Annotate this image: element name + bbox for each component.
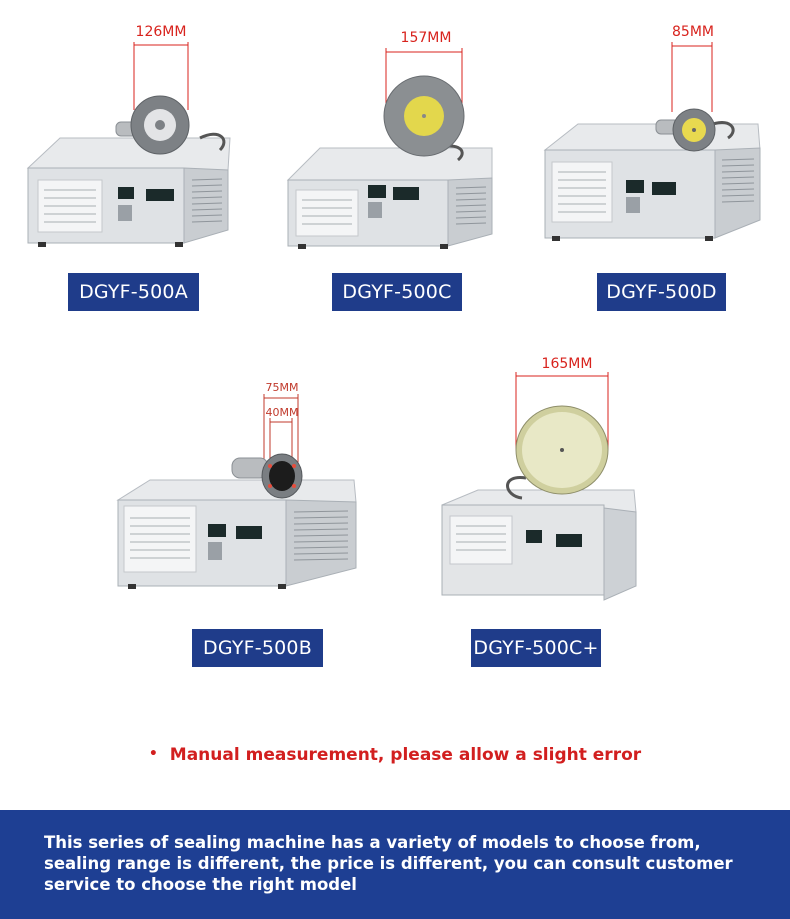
model-label-dgyf-500d: DGYF-500D — [597, 273, 726, 311]
dimension-label: 157MM — [400, 30, 452, 46]
dimension-label: 165MM — [541, 356, 593, 372]
model-label-dgyf-500c-plus: DGYF-500C+ — [471, 629, 601, 667]
model-label-dgyf-500b: DGYF-500B — [192, 629, 323, 667]
info-footer: This series of sealing machine has a var… — [0, 810, 790, 919]
dimension-label: 126MM — [135, 24, 187, 40]
machine-image-500a — [26, 42, 231, 247]
bullet-icon: • — [148, 746, 158, 762]
machine-image-500d — [543, 42, 761, 241]
model-label-dgyf-500c: DGYF-500C — [332, 273, 462, 311]
product-dgyf-500c-plus: 165MM — [430, 350, 660, 610]
product-dgyf-500a: 126MM — [20, 20, 250, 250]
machine-image-500c-plus — [441, 372, 637, 601]
measurement-note-text: Manual measurement, please allow a sligh… — [169, 745, 642, 765]
machine-image-500c — [286, 48, 493, 249]
footer-description: This series of sealing machine has a var… — [44, 833, 733, 894]
machine-image-500b — [116, 394, 357, 589]
dimension-label-outer: 75MM — [265, 381, 299, 394]
product-dgyf-500c: 157MM — [280, 20, 510, 250]
product-dgyf-500b: 75MM 40MM — [110, 370, 370, 600]
measurement-note: • Manual measurement, please allow a slig… — [0, 745, 790, 765]
product-dgyf-500d: 85MM — [540, 20, 770, 250]
dimension-label-inner: 40MM — [265, 406, 299, 419]
model-label-dgyf-500a: DGYF-500A — [68, 273, 199, 311]
dimension-label: 85MM — [672, 24, 714, 40]
